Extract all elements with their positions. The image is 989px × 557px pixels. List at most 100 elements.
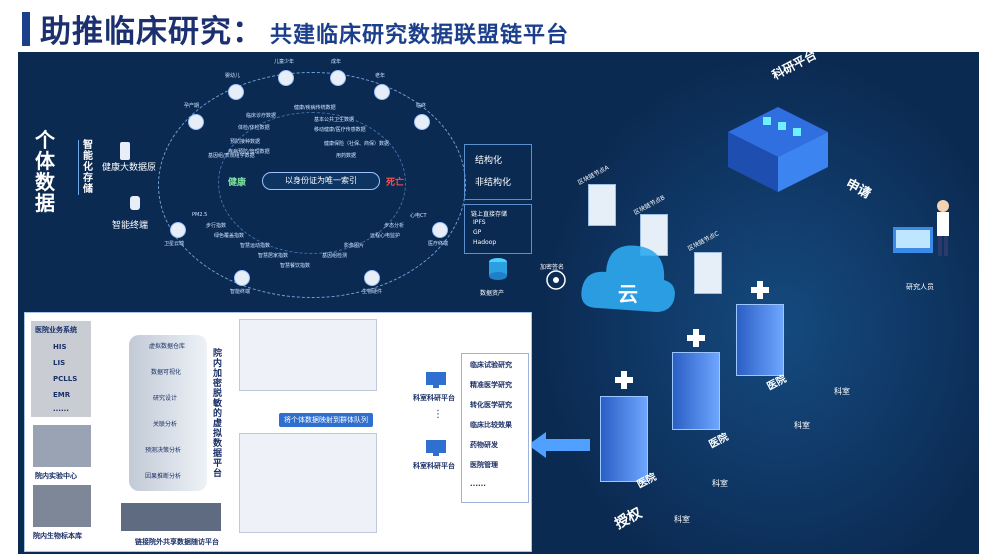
storage-gp: GP (473, 229, 482, 236)
diagram-canvas: 个体数据 智能化存储 健康大数据原 智能终端 孕产期 婴幼儿 儿童少年 成年 老… (18, 52, 979, 554)
biobank-label: 院内生物标本库 (33, 532, 82, 540)
step-2: 研究设计 (153, 395, 178, 402)
ring-bottom-13: 卫星云端 (164, 241, 185, 247)
shield-icon (546, 270, 566, 290)
stage-node-adult (330, 70, 346, 86)
biobank-photo (33, 485, 91, 527)
life-cycle-ring (158, 72, 466, 298)
bio-hardware-node (364, 270, 380, 286)
ring-bottom-8: 远程心电监护 (370, 233, 401, 239)
research-item-5: 医院管理 (470, 461, 498, 469)
patient-cohort-chart (239, 319, 377, 391)
hospital-tower-3 (736, 304, 784, 376)
smart-storage-label: 智能化存储 (78, 140, 94, 195)
shared-platform-photo (121, 503, 221, 531)
hospital-system-title: 医院业务系统 (35, 326, 77, 334)
research-item-2: 转化医学研究 (470, 401, 512, 409)
step-3: 关联分析 (153, 421, 178, 428)
satellite-node (170, 222, 186, 238)
cohort-table (239, 433, 377, 533)
stage-end: 临终 (416, 103, 427, 109)
research-item-6: ...... (470, 480, 486, 488)
ring-bottom-1: 步行指数 (206, 223, 227, 229)
researcher-icon (893, 200, 949, 256)
title-sub: 共建临床研究数据联盟链平台 (270, 23, 570, 48)
ring-bottom-11: 智能终端 (230, 289, 251, 295)
ring-bottom-6: 心电CT (410, 213, 427, 219)
medical-terminal-node (432, 222, 448, 238)
ring-bottom-12: 生物硬件 (362, 289, 383, 295)
data-asset-icon (489, 258, 507, 280)
hospital-tower-2 (672, 352, 720, 430)
ring-bottom-7: 步态分析 (384, 223, 405, 229)
hospital-tower-1 (600, 396, 648, 482)
structure-box: 结构化 非结构化 (464, 144, 532, 200)
dots-label: ⋮ (433, 409, 443, 420)
system-emr: EMR (53, 391, 71, 399)
blockchain-node-a (588, 184, 616, 226)
title-main: 助推临床研究： (40, 14, 264, 50)
watch-icon (130, 196, 140, 210)
stage-node-infant (228, 84, 244, 100)
stage-infant: 婴幼儿 (225, 73, 241, 79)
medical-cross-icon-2 (687, 329, 705, 347)
blockchain-node-c (694, 252, 722, 294)
step-5: 因果推断分析 (145, 473, 182, 480)
ring-bottom-0: PM2.5 (192, 212, 208, 218)
stage-pregnancy: 孕产期 (184, 103, 200, 109)
research-platform-icon (728, 107, 828, 192)
lab-center-label: 院内实验中心 (35, 472, 77, 480)
stage-node-pregnancy (188, 114, 204, 130)
title-accent-bar (22, 12, 30, 46)
dept-label-2: 科室 (712, 479, 728, 488)
ring-label-4: 预防接种数据 (230, 139, 261, 145)
health-source-label: 健康大数据原 (102, 163, 157, 173)
research-item-3: 临床比较效果 (470, 421, 512, 429)
ring-label-7: 健康保险（社保、商保）数据 (324, 141, 390, 147)
smart-terminal-label: 智能终端 (112, 221, 149, 231)
research-item-0: 临床试验研究 (470, 361, 512, 369)
shared-platform-label: 链接院外共享数据随访平台 (135, 538, 219, 546)
death-label: 死亡 (386, 178, 405, 188)
inner-ring (218, 112, 406, 254)
ring-label-5: 移动健康/医疗传感数据 (314, 127, 366, 133)
monitor-icon-1 (426, 372, 446, 388)
system-his: HIS (53, 343, 67, 351)
research-item-1: 精准医学研究 (470, 381, 512, 389)
stage-elderly: 老年 (375, 73, 386, 79)
storage-box: 链上直接存储 IPFS GP Hadoop (464, 204, 532, 254)
hospital-data-panel: 医院业务系统 HIS LIS PCLLS EMR ...... 院内实验中心 院… (24, 312, 532, 552)
step-1: 数据可视化 (151, 369, 182, 376)
unstructured-label: 非结构化 (475, 178, 512, 188)
structured-label: 结构化 (475, 156, 503, 166)
stage-node-elderly (374, 84, 390, 100)
left-arrow-icon (528, 432, 590, 458)
ring-label-8: 用药数据 (336, 153, 357, 159)
storage-ipfs: IPFS (473, 219, 486, 226)
ring-bottom-5: 智慧餐饮指数 (280, 263, 311, 269)
stage-adult: 成年 (331, 59, 342, 65)
researcher-label: 研究人员 (906, 283, 934, 291)
ring-bottom-14: 医疗终端 (428, 241, 449, 247)
ring-bottom-9: 影像图片 (344, 243, 365, 249)
virtual-data-cylinder (129, 335, 207, 491)
storage-title: 链上直接存储 (471, 211, 508, 218)
ring-label-2: 体检/体检数据 (238, 125, 270, 131)
platform-2-label: 科室科研平台 (413, 462, 455, 470)
phone-icon (120, 142, 130, 160)
research-item-4: 药物研发 (470, 441, 498, 449)
medical-cross-icon-3 (751, 281, 769, 299)
stage-node-end (414, 114, 430, 130)
ring-bottom-4: 智慧居家指数 (258, 253, 289, 259)
system-pclls: PCLLS (53, 375, 78, 383)
research-list: 临床试验研究 精准医学研究 转化医学研究 临床比较效果 药物研发 医院管理 ..… (461, 353, 529, 503)
cloud-label: 云 (618, 282, 638, 306)
ring-label-9: 基因组/表观组学数据 (208, 153, 255, 159)
step-4: 预测决策分析 (145, 447, 182, 454)
lab-photo (33, 425, 91, 467)
ring-bottom-2: 绿色覆盖指数 (214, 233, 245, 239)
virtual-platform-vertical: 院内加密脱敏的虚拟数据平台 (213, 349, 223, 479)
stage-node-child (278, 70, 294, 86)
hospital-system-box (31, 321, 91, 417)
ring-bottom-3: 智慧运动指数 (240, 243, 271, 249)
